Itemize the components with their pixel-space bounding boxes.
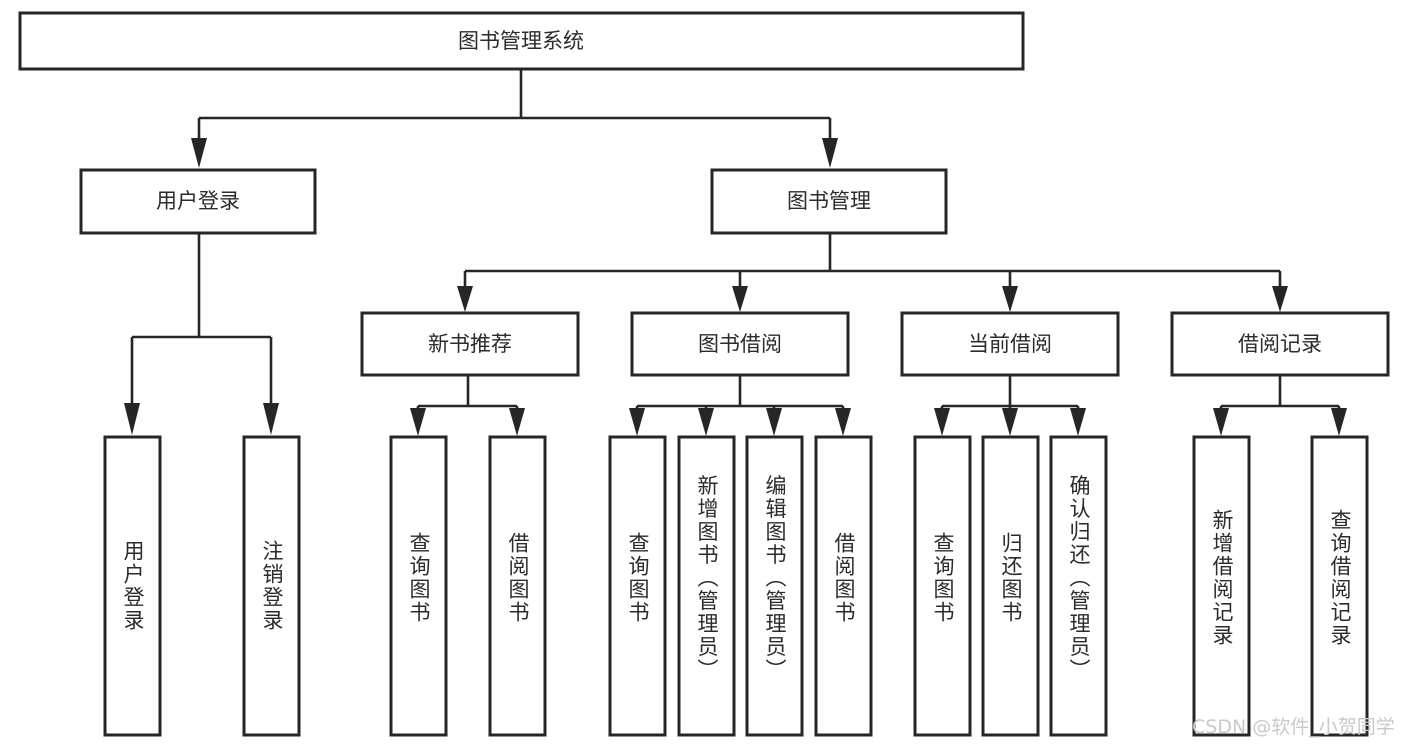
arrow-head-leaf-query-book-1 <box>410 408 426 436</box>
node-root[interactable]: 图书管理系统 <box>18 11 1025 71</box>
node-borrow-record-label: 借阅记录 <box>1238 332 1322 356</box>
arrow-head-leaf-edit-book <box>766 408 782 436</box>
node-leaf-add-book-label: 新增图书（管理员） <box>695 475 719 682</box>
arrow-head-leaf-user-login <box>124 403 140 435</box>
arrow-head-user-login <box>191 138 207 168</box>
node-new-book-recommend-label: 新书推荐 <box>428 332 512 356</box>
node-book-borrow-box[interactable] <box>630 311 850 377</box>
node-leaf-edit-book[interactable]: 编辑图书（管理员） <box>745 435 804 737</box>
arrow-head-borrow-record <box>1272 286 1288 312</box>
node-leaf-borrow-book-1-label: 借阅图书 <box>506 532 530 624</box>
node-new-book-recommend[interactable]: 新书推荐 <box>360 311 580 377</box>
node-leaf-query-book-3[interactable]: 查询图书 <box>913 435 972 737</box>
arrow-head-leaf-query-book-3 <box>934 408 950 436</box>
node-current-borrow[interactable]: 当前借阅 <box>900 311 1120 377</box>
node-leaf-logout-box[interactable] <box>242 435 301 737</box>
node-book-management-box[interactable] <box>710 168 948 235</box>
node-new-book-recommend-box[interactable] <box>360 311 580 377</box>
node-leaf-user-login[interactable]: 用户登录 <box>103 435 162 737</box>
node-book-borrow-label: 图书借阅 <box>698 332 782 356</box>
node-leaf-query-book-3-label: 查询图书 <box>931 532 955 624</box>
node-leaf-query-book-1-box[interactable] <box>389 435 448 737</box>
node-leaf-query-book-2-label: 查询图书 <box>626 532 650 624</box>
node-leaf-add-record[interactable]: 新增借阅记录 <box>1192 435 1251 737</box>
node-leaf-query-book-1-label: 查询图书 <box>407 532 431 624</box>
arrow-head-current-borrow <box>1002 286 1018 312</box>
arrow-head-leaf-add-record <box>1213 408 1229 436</box>
node-leaf-confirm-return[interactable]: 确认归还（管理员） <box>1049 435 1108 737</box>
node-leaf-query-book-1[interactable]: 查询图书 <box>389 435 448 737</box>
arrow-head-leaf-confirm-return <box>1070 408 1086 436</box>
connector-book-management-to-level3 <box>457 233 1288 312</box>
connector-root-to-level2 <box>191 69 838 168</box>
node-book-borrow[interactable]: 图书借阅 <box>630 311 850 377</box>
node-book-management-label: 图书管理 <box>787 189 871 213</box>
node-leaf-confirm-return-label: 确认归还（管理员） <box>1067 475 1091 682</box>
arrow-head-leaf-borrow-book-2 <box>835 408 851 436</box>
node-leaf-user-login-label: 用户登录 <box>121 540 145 632</box>
node-leaf-query-book-2-box[interactable] <box>608 435 667 737</box>
connector-new-book-recommend-to-leaves <box>410 375 525 436</box>
arrow-head-new-book-recommend <box>457 286 473 312</box>
arrow-head-book-management <box>822 138 838 168</box>
node-root-box[interactable] <box>18 11 1025 71</box>
node-leaf-add-book-box[interactable] <box>677 435 736 737</box>
node-user-login-label: 用户登录 <box>156 189 240 213</box>
node-user-login[interactable]: 用户登录 <box>79 168 317 235</box>
arrow-head-book-borrow <box>732 286 748 312</box>
node-book-management[interactable]: 图书管理 <box>710 168 948 235</box>
arrow-head-leaf-return-book <box>1002 408 1018 436</box>
node-leaf-confirm-return-box[interactable] <box>1049 435 1108 737</box>
arrow-head-leaf-borrow-book-1 <box>509 408 525 436</box>
arrow-head-leaf-logout <box>263 403 279 435</box>
node-user-login-box[interactable] <box>79 168 317 235</box>
node-leaf-return-book-box[interactable] <box>981 435 1040 737</box>
connector-current-borrow-to-leaves <box>934 375 1086 436</box>
connector-borrow-record-to-leaves <box>1213 375 1347 436</box>
node-leaf-user-login-box[interactable] <box>103 435 162 737</box>
node-borrow-record[interactable]: 借阅记录 <box>1170 311 1390 377</box>
connector-book-borrow-to-leaves <box>629 375 851 436</box>
node-leaf-edit-book-box[interactable] <box>745 435 804 737</box>
node-leaf-query-record-label: 查询借阅记录 <box>1328 509 1352 647</box>
node-current-borrow-label: 当前借阅 <box>968 332 1052 356</box>
node-leaf-logout[interactable]: 注销登录 <box>242 435 301 737</box>
node-leaf-return-book-label: 归还图书 <box>999 532 1023 624</box>
node-leaf-borrow-book-1[interactable]: 借阅图书 <box>488 435 547 737</box>
node-leaf-borrow-book-2-box[interactable] <box>814 435 873 737</box>
arrow-head-leaf-query-record <box>1331 408 1347 436</box>
node-leaf-borrow-book-2-label: 借阅图书 <box>832 532 856 624</box>
node-leaf-borrow-book-1-box[interactable] <box>488 435 547 737</box>
node-leaf-add-record-label: 新增借阅记录 <box>1210 509 1234 647</box>
node-leaf-query-book-3-box[interactable] <box>913 435 972 737</box>
node-leaf-query-book-2[interactable]: 查询图书 <box>608 435 667 737</box>
node-current-borrow-box[interactable] <box>900 311 1120 377</box>
node-borrow-record-box[interactable] <box>1170 311 1390 377</box>
node-leaf-logout-label: 注销登录 <box>260 540 284 632</box>
node-root-label: 图书管理系统 <box>458 29 584 53</box>
node-leaf-borrow-book-2[interactable]: 借阅图书 <box>814 435 873 737</box>
connector-user-login-to-leaves <box>124 233 279 435</box>
node-leaf-return-book[interactable]: 归还图书 <box>981 435 1040 737</box>
arrow-head-leaf-query-book-2 <box>629 408 645 436</box>
node-leaf-query-record-box[interactable] <box>1310 435 1369 737</box>
node-leaf-add-record-box[interactable] <box>1192 435 1251 737</box>
arrow-head-leaf-add-book <box>698 408 714 436</box>
node-leaf-edit-book-label: 编辑图书（管理员） <box>763 475 787 682</box>
node-leaf-query-record[interactable]: 查询借阅记录 <box>1310 435 1369 737</box>
node-leaf-add-book[interactable]: 新增图书（管理员） <box>677 435 736 737</box>
